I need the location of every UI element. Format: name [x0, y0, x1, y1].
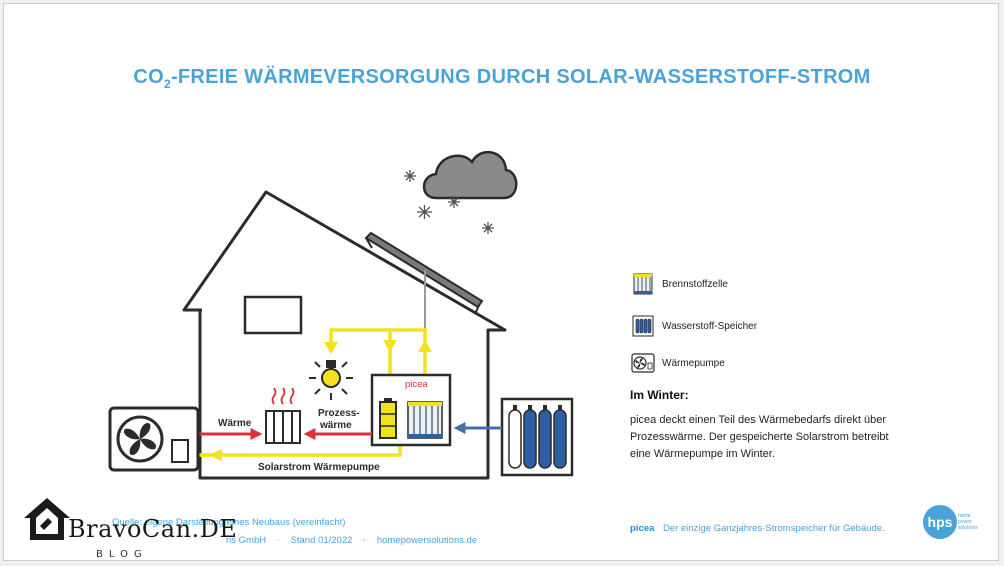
heat-pump-icon: [108, 406, 200, 472]
window: [243, 295, 303, 335]
hps-logo: hps home power solutions: [923, 505, 978, 539]
battery-icon: [379, 398, 397, 439]
solarstrom-label: Solarstrom Wärmepumpe: [258, 462, 380, 473]
website-link[interactable]: homepowersolutions.de: [376, 535, 478, 546]
svg-text:power: power: [958, 519, 972, 525]
picea-label: picea: [405, 379, 428, 390]
light-bulb-icon: [309, 360, 353, 400]
legend-item-hydrogen-storage: Wasserstoff-Speicher: [630, 314, 757, 338]
prozesswaerme-label-line1: Prozess-: [318, 408, 360, 419]
heat-pump-icon: [631, 353, 655, 373]
tagline-text: Der einzige Ganzjahres-Stromspeicher für…: [662, 523, 885, 534]
footer-source: Quelle: eigene Darstellung eines Neubaus…: [112, 514, 477, 550]
winter-description: picea deckt einen Teil des Wärmebedarfs …: [630, 414, 889, 460]
legend-label: Brennstoffzelle: [662, 278, 728, 290]
svg-text:hps: hps: [928, 514, 953, 530]
legend-item-fuel-cell: Brennstoffzelle: [630, 272, 728, 296]
fuel-cell-icon: [633, 273, 653, 295]
winter-heading: Im Winter:: [630, 388, 689, 402]
hydrogen-storage-icon: [500, 397, 574, 477]
power-lines: [193, 328, 427, 457]
snowflake-icon: [404, 170, 494, 234]
watermark-name: BravoCan.DE: [68, 515, 238, 543]
svg-text:home: home: [958, 513, 971, 519]
page-title: CO2-FREIE WÄRMEVERSORGUNG DURCH SOLAR-WA…: [133, 66, 871, 91]
prozesswaerme-label-line2: wärme: [319, 420, 352, 431]
footer-tagline: picea Der einzige Ganzjahres-Stromspeich…: [630, 523, 885, 534]
house-logo-icon: [24, 498, 70, 540]
company-text: ns GmbH: [226, 535, 267, 546]
source-text: Quelle: eigene Darstellung eines Neubaus…: [112, 517, 346, 528]
watermark-tag: BLOG: [96, 549, 148, 560]
hydrogen-storage-icon: [632, 315, 654, 337]
waerme-label: Wärme: [218, 418, 252, 429]
fuel-cell-icon: [407, 401, 443, 439]
legend-label: Wärmepumpe: [662, 357, 725, 369]
picea-brand: picea: [630, 523, 655, 534]
svg-text:solutions: solutions: [958, 525, 978, 531]
cloud-icon: [422, 150, 518, 200]
radiator-icon: [265, 387, 301, 444]
stand-text: Stand 01/2022: [290, 535, 353, 546]
legend-item-heat-pump: Wärmepumpe: [630, 351, 725, 375]
legend-label: Wasserstoff-Speicher: [662, 320, 758, 332]
